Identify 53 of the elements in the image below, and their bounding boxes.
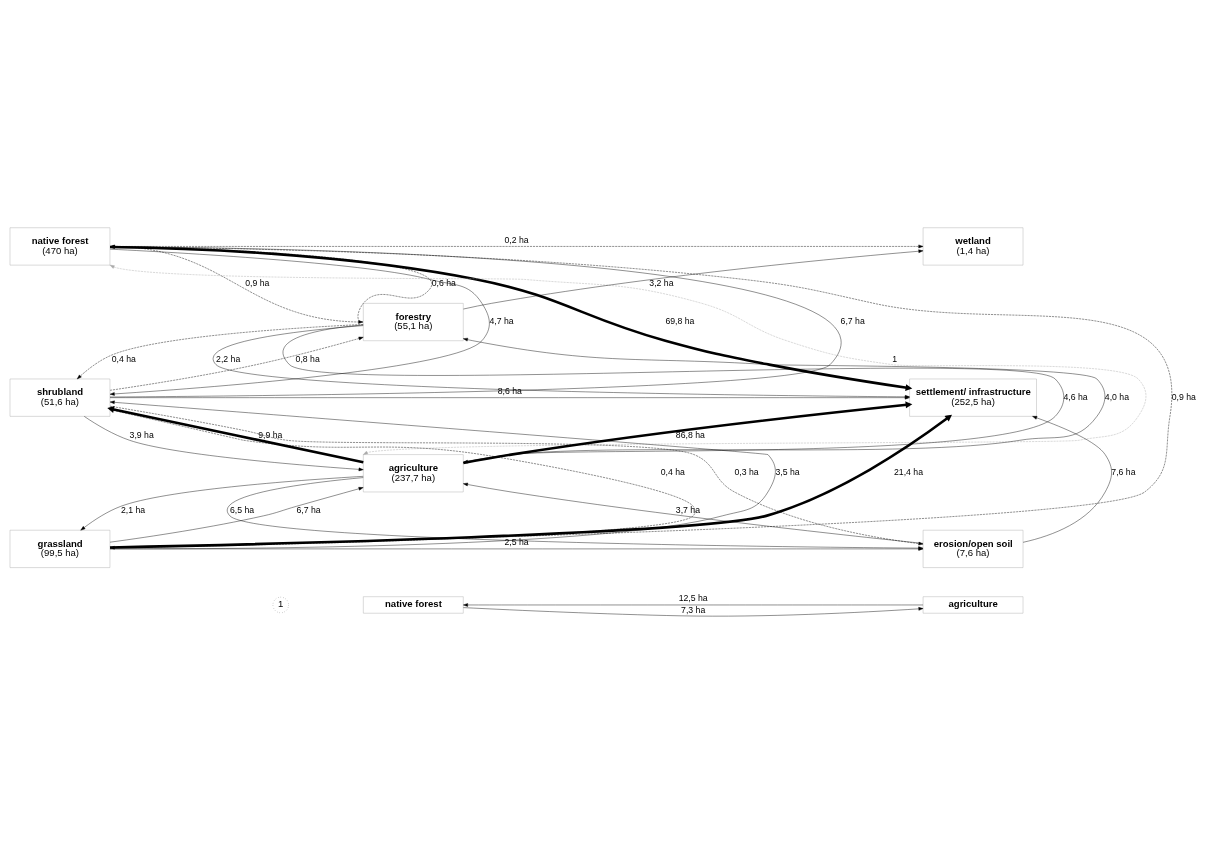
- arrow: [463, 482, 924, 544]
- arrow: [84, 416, 364, 472]
- edge-label: 6,7 ha: [296, 505, 321, 516]
- arrow: [109, 248, 490, 396]
- arrow: [1022, 416, 1112, 543]
- arrow: [109, 264, 1147, 455]
- arrow: [109, 336, 364, 391]
- edge-label: 0,9 ha: [245, 278, 270, 289]
- edge-label: 0,2 ha: [504, 234, 529, 245]
- node-box: forestry (55,1 ha): [363, 303, 464, 341]
- edge-label: 0,8 ha: [295, 354, 320, 365]
- arrow: [463, 603, 924, 607]
- arrow: [463, 607, 924, 617]
- edge-label: 0,4 ha: [660, 467, 685, 478]
- node-box: grassland (99,5 ha): [9, 530, 111, 568]
- arrow: [109, 487, 364, 543]
- edge-label: 1: [892, 354, 898, 365]
- node-box: shrubland (51,6 ha): [9, 378, 111, 417]
- edge-label: 2,2 ha: [216, 354, 241, 365]
- edge-label: 3,9 ha: [129, 429, 154, 440]
- edge-label: 3,2 ha: [649, 278, 674, 289]
- edge-label: 0,6 ha: [431, 278, 456, 289]
- edge-label: 7,6 ha: [1111, 467, 1136, 478]
- edge-label: 0,4 ha: [111, 354, 136, 365]
- edge-label: 7,3 ha: [681, 605, 706, 616]
- edge-label: 3,7 ha: [675, 505, 701, 516]
- arrow: [80, 476, 364, 531]
- node-box: native forest (470 ha): [9, 227, 111, 266]
- edge-label: 2,1 ha: [120, 505, 146, 516]
- edge-label: 86,8 ha: [675, 429, 705, 440]
- edge-label: 4,6 ha: [1063, 391, 1088, 402]
- edge-label: 0,9 ha: [1171, 391, 1196, 402]
- edge-label: 6,5 ha: [229, 505, 255, 516]
- node-box: agriculture (237,7 ha): [363, 454, 464, 493]
- node-box: native forest: [363, 596, 464, 614]
- edge-label: 12,5 ha: [678, 593, 708, 604]
- arrow: [107, 406, 364, 464]
- arrow: [463, 249, 924, 310]
- edge-label: 8,6 ha: [497, 385, 522, 396]
- node-box: erosion/open soil (7,6 ha): [922, 530, 1024, 568]
- node-box: wetland (1,4 ha): [922, 227, 1024, 266]
- edge-label: 0,3 ha: [734, 467, 759, 478]
- edge-label: 9,9 ha: [258, 429, 283, 440]
- edge-label: 4,0 ha: [1104, 391, 1129, 402]
- edge-label: 6,7 ha: [840, 316, 865, 327]
- node-box: settlement/ infrastructure (252,5 ha): [909, 378, 1037, 417]
- edge-label: 21,4 ha: [894, 467, 924, 478]
- edge-label: 4,7 ha: [489, 316, 514, 327]
- node-box: agriculture: [922, 596, 1024, 614]
- edge-label: 69,8 ha: [665, 316, 695, 327]
- node-circle: 1: [272, 596, 289, 613]
- edge-label: 3,5 ha: [775, 467, 800, 478]
- arrow: [76, 324, 364, 380]
